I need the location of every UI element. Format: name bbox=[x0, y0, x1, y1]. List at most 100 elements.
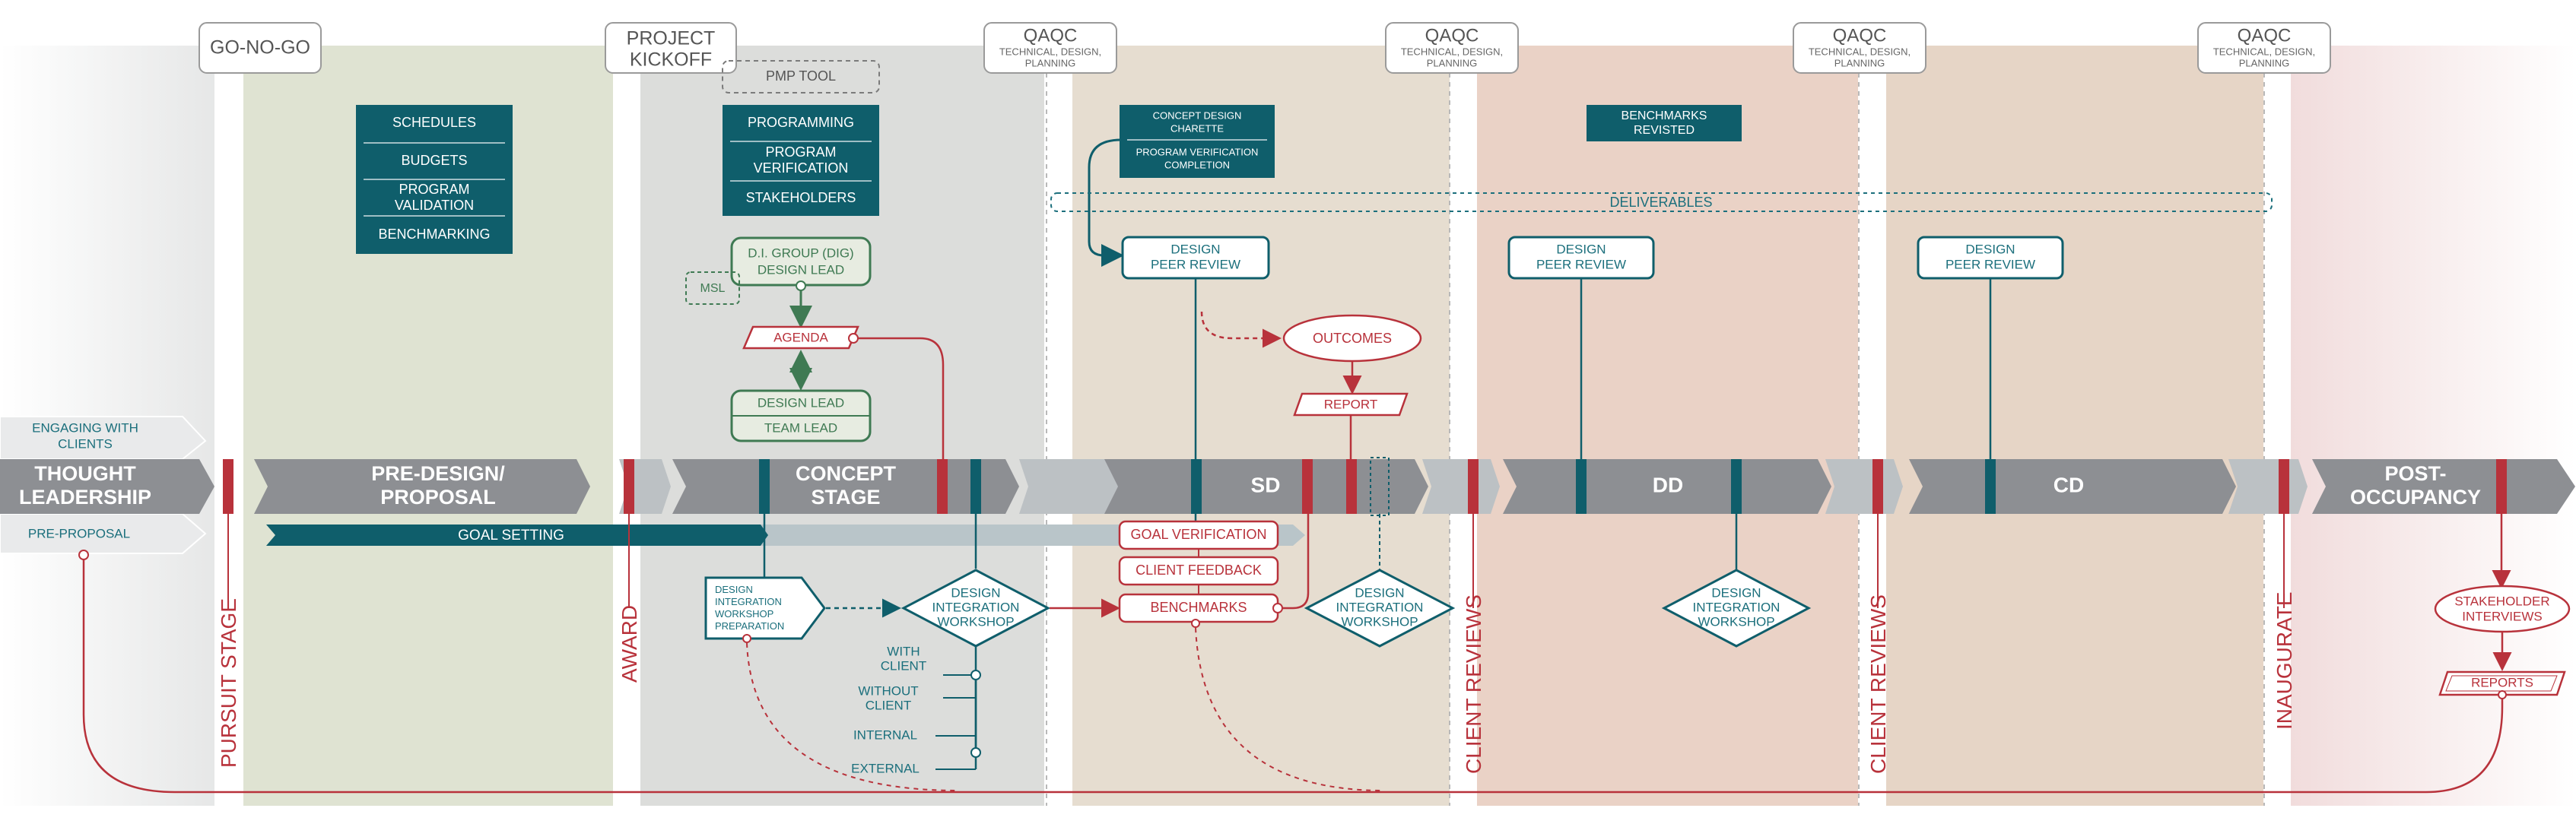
workshop-line3: WORKSHOP bbox=[1698, 614, 1774, 629]
peer-line1: DESIGN bbox=[1965, 242, 2015, 256]
vertical-label-client-reviews-1: CLIENT REVIEWS bbox=[1462, 514, 1485, 774]
peer-line1: DESIGN bbox=[1170, 242, 1220, 256]
without-client-line2: CLIENT bbox=[866, 698, 911, 712]
task-validation: VALIDATION bbox=[395, 198, 474, 213]
peer-line2: PEER REVIEW bbox=[1151, 257, 1240, 271]
charette-line1: CONCEPT DESIGN bbox=[1153, 109, 1242, 121]
workshop-line1: DESIGN bbox=[1355, 585, 1404, 600]
msl-label: MSL bbox=[700, 282, 726, 295]
task-schedules: SCHEDULES bbox=[392, 115, 476, 130]
thought-line2: LEADERSHIP bbox=[19, 486, 151, 509]
task-benchmarking: BENCHMARKING bbox=[378, 227, 490, 242]
pursuit-stage-label: PURSUIT STAGE bbox=[217, 598, 240, 768]
post-line2: OCCUPANCY bbox=[2350, 486, 2481, 509]
kickoff-line1: PROJECT bbox=[627, 28, 716, 49]
qaqc-sub2: PLANNING bbox=[1834, 57, 1885, 68]
qaqc-title: QAQC bbox=[1425, 25, 1479, 46]
cd-label: CD bbox=[2053, 473, 2084, 496]
qaqc-title: QAQC bbox=[2238, 25, 2292, 46]
charette-to-peer-arrow bbox=[1088, 138, 1124, 267]
vertical-label-award: AWARD bbox=[618, 514, 641, 683]
connector-dot bbox=[848, 333, 859, 344]
workshop-diamond-sd: DESIGN INTEGRATION WORKSHOP bbox=[1304, 569, 1456, 648]
connector-dot bbox=[796, 280, 806, 291]
agenda-box: AGENDA bbox=[742, 325, 859, 350]
design-lead-label: DESIGN LEAD bbox=[758, 395, 844, 410]
milestone-qaqc-2: QAQC TECHNICAL, DESIGN, PLANNING bbox=[1385, 22, 1519, 74]
benchmarks-label: BENCHMARKS bbox=[1150, 600, 1247, 615]
prep-line2: INTEGRATION bbox=[715, 596, 782, 607]
peer-review-dd: DESIGN PEER REVIEW bbox=[1507, 236, 1655, 280]
concept-line1: CONCEPT bbox=[796, 462, 897, 485]
client-reviews-label: CLIENT REVIEWS bbox=[1462, 594, 1485, 774]
dig-line2: DESIGN LEAD bbox=[758, 262, 844, 277]
kickoff-line2: KICKOFF bbox=[630, 49, 712, 71]
dig-line1: D.I. GROUP (DIG) bbox=[748, 246, 853, 260]
stakeholder-interviews-ellipse: STAKEHOLDER INTERVIEWS bbox=[2434, 585, 2571, 633]
connector-dot bbox=[742, 634, 751, 643]
client-reviews-label: CLIENT REVIEWS bbox=[1866, 594, 1890, 774]
charette-line2: CHARETTE bbox=[1170, 122, 1224, 134]
red-markers bbox=[223, 459, 2507, 514]
pmp-tool-box: PMP TOOL bbox=[722, 60, 880, 93]
workshop-line2: INTEGRATION bbox=[932, 600, 1020, 614]
teal-markers bbox=[759, 459, 1996, 514]
qaqc-sub2: PLANNING bbox=[1025, 57, 1075, 68]
qaqc-title: QAQC bbox=[1833, 25, 1887, 46]
peer-to-outcomes-arrow bbox=[1200, 311, 1282, 348]
peer-line1: DESIGN bbox=[1556, 242, 1606, 256]
predesign-task-stack: SCHEDULES BUDGETS PROGRAM VALIDATION BEN… bbox=[356, 105, 513, 254]
with-client-line1: WITH bbox=[887, 644, 920, 658]
workshop-diamond-concept: DESIGN INTEGRATION WORKSHOP bbox=[900, 569, 1051, 648]
agenda-connector bbox=[858, 337, 945, 460]
prep-line4: PREPARATION bbox=[715, 620, 784, 632]
milestone-qaqc-3: QAQC TECHNICAL, DESIGN, PLANNING bbox=[1793, 22, 1926, 74]
prep-line1: DESIGN bbox=[715, 584, 753, 595]
go-no-go-label: GO-NO-GO bbox=[210, 37, 310, 59]
report-box: REPORT bbox=[1293, 392, 1409, 417]
qaqc-sub1: TECHNICAL, DESIGN, bbox=[1809, 46, 1911, 57]
sd-label: SD bbox=[1251, 473, 1281, 496]
task-programming: PROGRAMMING bbox=[748, 115, 854, 130]
benchmarks-revisited: BENCHMARKS REVISTED bbox=[1587, 105, 1742, 141]
internal-label: INTERNAL bbox=[853, 727, 917, 742]
qaqc-sub1: TECHNICAL, DESIGN, bbox=[2213, 46, 2315, 57]
external-label: EXTERNAL bbox=[851, 761, 920, 775]
vertical-label-inaugurate: INAUGURATE bbox=[2273, 514, 2296, 730]
connector-dot bbox=[1272, 603, 1283, 613]
prep-line3: WORKSHOP bbox=[715, 608, 773, 620]
reports-box: REPORTS bbox=[2438, 670, 2566, 696]
qaqc-sub1: TECHNICAL, DESIGN, bbox=[999, 46, 1101, 57]
award-label: AWARD bbox=[618, 605, 641, 683]
prep-dashed-curve bbox=[746, 642, 959, 791]
agenda-label: AGENDA bbox=[773, 330, 828, 344]
engaging-line2: CLIENTS bbox=[58, 436, 113, 451]
engaging-line1: ENGAGING WITH bbox=[32, 420, 138, 435]
workshop-diamond-dd: DESIGN INTEGRATION WORKSHOP bbox=[1661, 569, 1812, 648]
without-client-line1: WITHOUT bbox=[858, 683, 918, 698]
stakeholder-line2: INTERVIEWS bbox=[2462, 609, 2542, 623]
dig-design-lead-box: D.I. GROUP (DIG) DESIGN LEAD bbox=[730, 236, 872, 287]
client-feedback-label: CLIENT FEEDBACK bbox=[1136, 563, 1262, 578]
pv-completion-line2: COMPLETION bbox=[1164, 159, 1230, 170]
predesign-line2: PROPOSAL bbox=[380, 486, 496, 509]
thought-line1: THOUGHT bbox=[34, 462, 136, 485]
milestone-qaqc-1: QAQC TECHNICAL, DESIGN, PLANNING bbox=[983, 22, 1117, 74]
bench-rev-line2: REVISTED bbox=[1634, 124, 1695, 137]
concept-line2: STAGE bbox=[811, 486, 880, 509]
reports-label: REPORTS bbox=[2471, 675, 2533, 689]
bg-cd bbox=[1885, 46, 2265, 806]
milestone-qaqc-4: QAQC TECHNICAL, DESIGN, PLANNING bbox=[2197, 22, 2331, 74]
peer-line2: PEER REVIEW bbox=[1945, 257, 2035, 271]
deliverables-label: DELIVERABLES bbox=[1609, 195, 1712, 210]
pmp-tool-label: PMP TOOL bbox=[766, 68, 836, 84]
sd-red-stack: GOAL VERIFICATION CLIENT FEEDBACK BENCHM… bbox=[1118, 520, 1279, 623]
qaqc-sub2: PLANNING bbox=[2239, 57, 2289, 68]
vertical-label-client-reviews-2: CLIENT REVIEWS bbox=[1866, 514, 1890, 774]
sd-task-stack: CONCEPT DESIGN CHARETTE PROGRAM VERIFICA… bbox=[1120, 105, 1275, 178]
workshop-line1: DESIGN bbox=[1711, 585, 1761, 600]
peer-review-cd: DESIGN PEER REVIEW bbox=[1917, 236, 2064, 280]
design-team-lead-box: DESIGN LEAD TEAM LEAD bbox=[730, 389, 872, 442]
goal-verification-label: GOAL VERIFICATION bbox=[1130, 527, 1266, 542]
